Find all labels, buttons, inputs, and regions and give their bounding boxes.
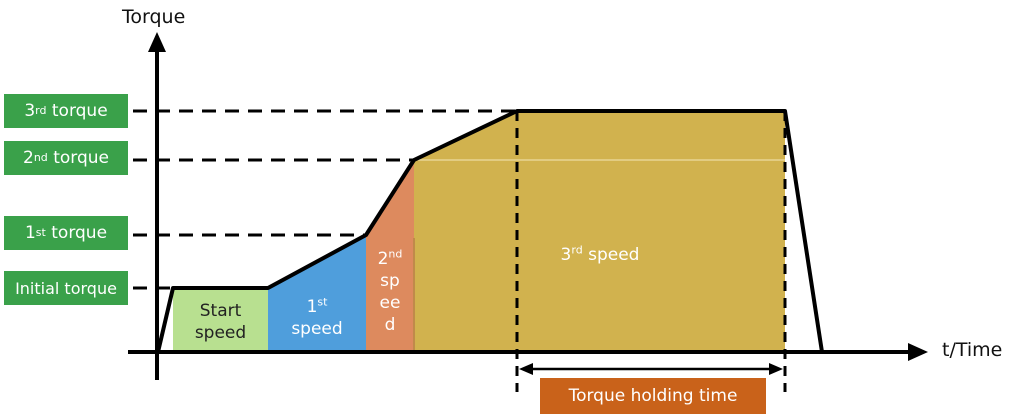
holding-time-arrowhead-left [519, 363, 533, 375]
start-speed-label: Start speed [194, 301, 247, 343]
first-speed-zone [268, 235, 366, 352]
first-speed-label: 1st speed [291, 295, 343, 339]
x-axis-arrowhead [908, 343, 928, 361]
start-speed-zone [173, 288, 268, 352]
holding-time-arrowhead-right [769, 363, 783, 375]
initial-torque-label: Initial torque [4, 271, 128, 305]
second-speed-label: 2nd sp ee d [377, 247, 403, 335]
holding-dashed-markers [515, 111, 787, 392]
torque-profile-line [156, 109, 824, 353]
third-speed-zone [414, 111, 785, 352]
y-axis-label: Torque [122, 6, 186, 28]
third-speed-label: 3rd speed [560, 243, 640, 265]
second-speed-zone [366, 160, 414, 352]
torque-holding-time-label: Torque holding time [540, 378, 766, 414]
y-axis-arrowhead [148, 32, 166, 52]
torque-dashed-lines [133, 109, 517, 290]
x-axis-label: t/Time [942, 339, 1003, 361]
